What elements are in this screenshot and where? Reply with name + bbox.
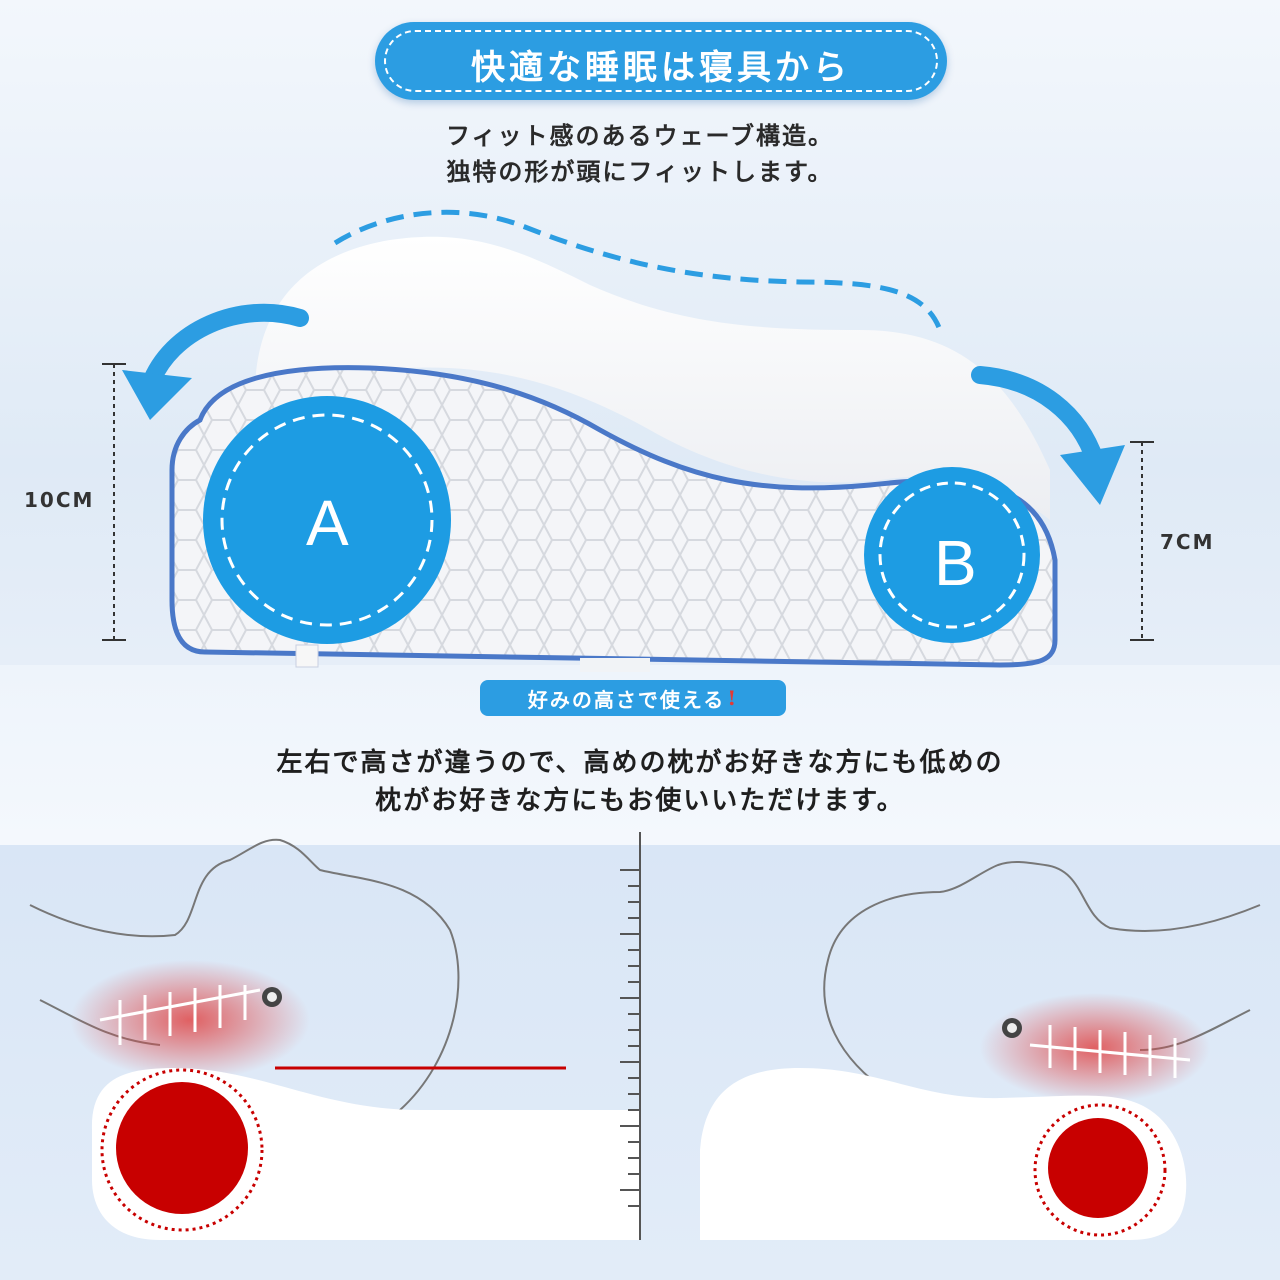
pillow-top (255, 236, 1050, 520)
description-line-1: 左右で高さが違うので、高めの枕がお好きな方にも低めの (276, 748, 1004, 778)
height-marker-a (102, 363, 126, 641)
pillow-piping (169, 365, 1058, 668)
right-core-outline (1033, 1103, 1167, 1237)
side-a-circle (203, 396, 451, 644)
left-core-circle (116, 1082, 248, 1214)
height-a-label: 10CM (24, 488, 95, 512)
left-core-outline (100, 1068, 264, 1232)
side-b-label: B (934, 527, 977, 599)
side-b-circle (864, 467, 1040, 643)
description-line-2: 枕がお好きな方にもお使いいただけます。 (375, 786, 905, 816)
intro-line-1: フィット感のあるウェーブ構造。 (445, 121, 835, 150)
left-arrow-icon (141, 303, 309, 394)
left-spine-glow (70, 960, 310, 1080)
badge-mark: ! (727, 686, 739, 710)
right-core-circle (1048, 1118, 1148, 1218)
badge-text: 好みの高さで使える (527, 687, 726, 712)
right-arrow-icon (971, 366, 1104, 469)
height-marker-b (1130, 441, 1154, 641)
right-spine-glow (980, 993, 1210, 1103)
center-ruler (620, 832, 641, 1240)
title-banner: 快適な睡眠は寝具から (375, 22, 947, 100)
height-b-label: 7CM (1160, 530, 1215, 554)
side-a-label: A (306, 487, 349, 559)
pillow-illustration (102, 209, 1154, 668)
intro-line-2: 独特の形が頭にフィットします。 (446, 157, 834, 186)
height-badge: 好みの高さで使える! (480, 680, 786, 716)
wave-outline (333, 209, 943, 331)
page-title: 快適な睡眠は寝具から (471, 48, 851, 88)
brand-tag (295, 644, 319, 668)
